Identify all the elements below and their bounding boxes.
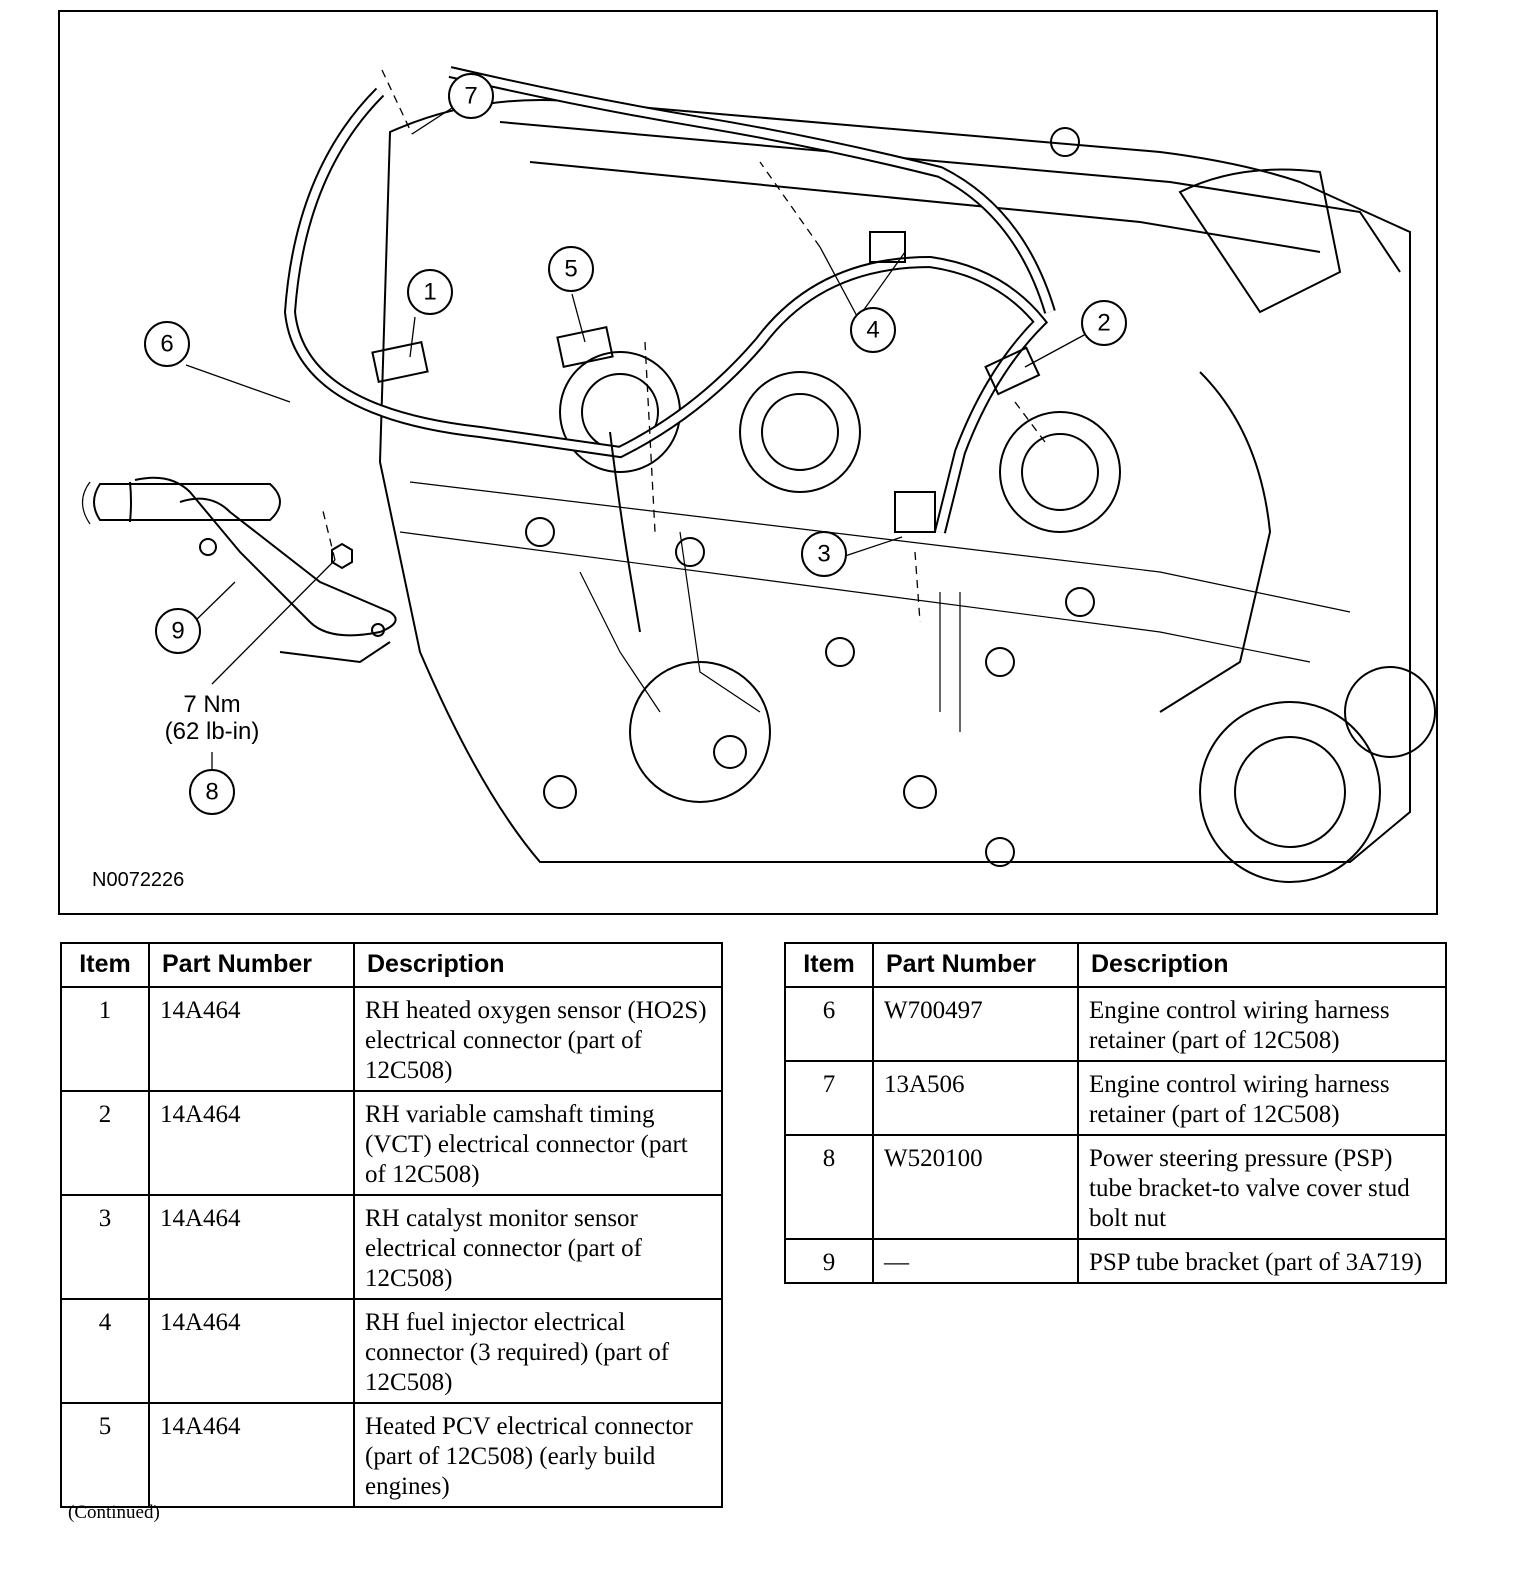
continued-note: (Continued) — [68, 1502, 160, 1523]
table-row: 6 W700497 Engine control wiring harness … — [784, 986, 1447, 1062]
cell-part-number: 14A464 — [148, 1194, 355, 1300]
cell-item: 6 — [784, 986, 874, 1062]
cell-description: Heated PCV electrical connector (part of… — [353, 1402, 723, 1508]
cell-part-number: 14A464 — [148, 986, 355, 1092]
callout-6: 6 — [144, 321, 190, 367]
table-row: 1 14A464 RH heated oxygen sensor (HO2S) … — [60, 986, 723, 1092]
svg-text:3: 3 — [817, 541, 830, 568]
cell-description: RH fuel injector electrical connector (3… — [353, 1298, 723, 1404]
table-row: 5 14A464 Heated PCV electrical connector… — [60, 1402, 723, 1508]
callout-2: 2 — [1081, 300, 1127, 346]
table-header-row: Item Part Number Description — [60, 942, 723, 988]
cell-part-number: — — [872, 1238, 1079, 1284]
cell-item: 3 — [60, 1194, 150, 1300]
cell-part-number: W520100 — [872, 1134, 1079, 1240]
callout-8: 8 — [189, 769, 235, 815]
table-row: 3 14A464 RH catalyst monitor sensor elec… — [60, 1194, 723, 1300]
svg-text:9: 9 — [171, 618, 184, 645]
header-item: Item — [60, 942, 150, 988]
torque-value: 7 Nm — [183, 691, 240, 718]
svg-text:7: 7 — [464, 83, 477, 110]
svg-text:2: 2 — [1097, 310, 1110, 337]
cell-part-number: 14A464 — [148, 1090, 355, 1196]
engine-line-art — [81, 66, 1436, 883]
parts-table-right: Item Part Number Description 6 W700497 E… — [784, 942, 1447, 1284]
svg-text:6: 6 — [160, 331, 173, 358]
cell-description: Engine control wiring harness retainer (… — [1077, 986, 1447, 1062]
callout-4: 4 — [850, 307, 896, 353]
callout-5: 5 — [548, 246, 594, 292]
table-row: 7 13A506 Engine control wiring harness r… — [784, 1060, 1447, 1136]
callout-1: 1 — [407, 269, 453, 315]
svg-text:1: 1 — [423, 279, 436, 306]
table-row: 9 — PSP tube bracket (part of 3A719) — [784, 1238, 1447, 1284]
svg-text:5: 5 — [564, 256, 577, 283]
figure-id: N0072226 — [92, 869, 184, 891]
cell-part-number: 14A464 — [148, 1298, 355, 1404]
cell-description: RH heated oxygen sensor (HO2S) electrica… — [353, 986, 723, 1092]
cell-part-number: 13A506 — [872, 1060, 1079, 1136]
callout-9: 9 — [155, 608, 201, 654]
cell-item: 8 — [784, 1134, 874, 1240]
header-description: Description — [1077, 942, 1447, 988]
cell-part-number: W700497 — [872, 986, 1079, 1062]
engine-illustration: 1 2 3 4 5 6 7 8 9 7 Nm (62 lb-in) N00722… — [81, 66, 1436, 891]
cell-description: RH variable camshaft timing (VCT) electr… — [353, 1090, 723, 1196]
svg-text:8: 8 — [205, 779, 218, 806]
header-description: Description — [353, 942, 723, 988]
engine-figure: 1 2 3 4 5 6 7 8 9 7 Nm (62 lb-in) N00722… — [58, 10, 1438, 915]
cell-item: 5 — [60, 1402, 150, 1508]
cell-description: Power steering pressure (PSP) tube brack… — [1077, 1134, 1447, 1240]
table-header-row: Item Part Number Description — [784, 942, 1447, 988]
cell-description: PSP tube bracket (part of 3A719) — [1077, 1238, 1447, 1284]
parts-table-left: Item Part Number Description 1 14A464 RH… — [60, 942, 723, 1508]
svg-text:4: 4 — [866, 317, 879, 344]
cell-item: 2 — [60, 1090, 150, 1196]
callout-7: 7 — [448, 73, 494, 119]
cell-item: 7 — [784, 1060, 874, 1136]
table-row: 2 14A464 RH variable camshaft timing (VC… — [60, 1090, 723, 1196]
table-row: 4 14A464 RH fuel injector electrical con… — [60, 1298, 723, 1404]
cell-item: 9 — [784, 1238, 874, 1284]
header-part-number: Part Number — [872, 942, 1079, 988]
cell-description: RH catalyst monitor sensor electrical co… — [353, 1194, 723, 1300]
header-part-number: Part Number — [148, 942, 355, 988]
header-item: Item — [784, 942, 874, 988]
callout-leaders — [185, 69, 1087, 772]
cell-item: 1 — [60, 986, 150, 1092]
callout-3: 3 — [801, 531, 847, 577]
table-row: 8 W520100 Power steering pressure (PSP) … — [784, 1134, 1447, 1240]
cell-item: 4 — [60, 1298, 150, 1404]
cell-description: Engine control wiring harness retainer (… — [1077, 1060, 1447, 1136]
torque-value-imperial: (62 lb-in) — [165, 718, 260, 745]
cell-part-number: 14A464 — [148, 1402, 355, 1508]
